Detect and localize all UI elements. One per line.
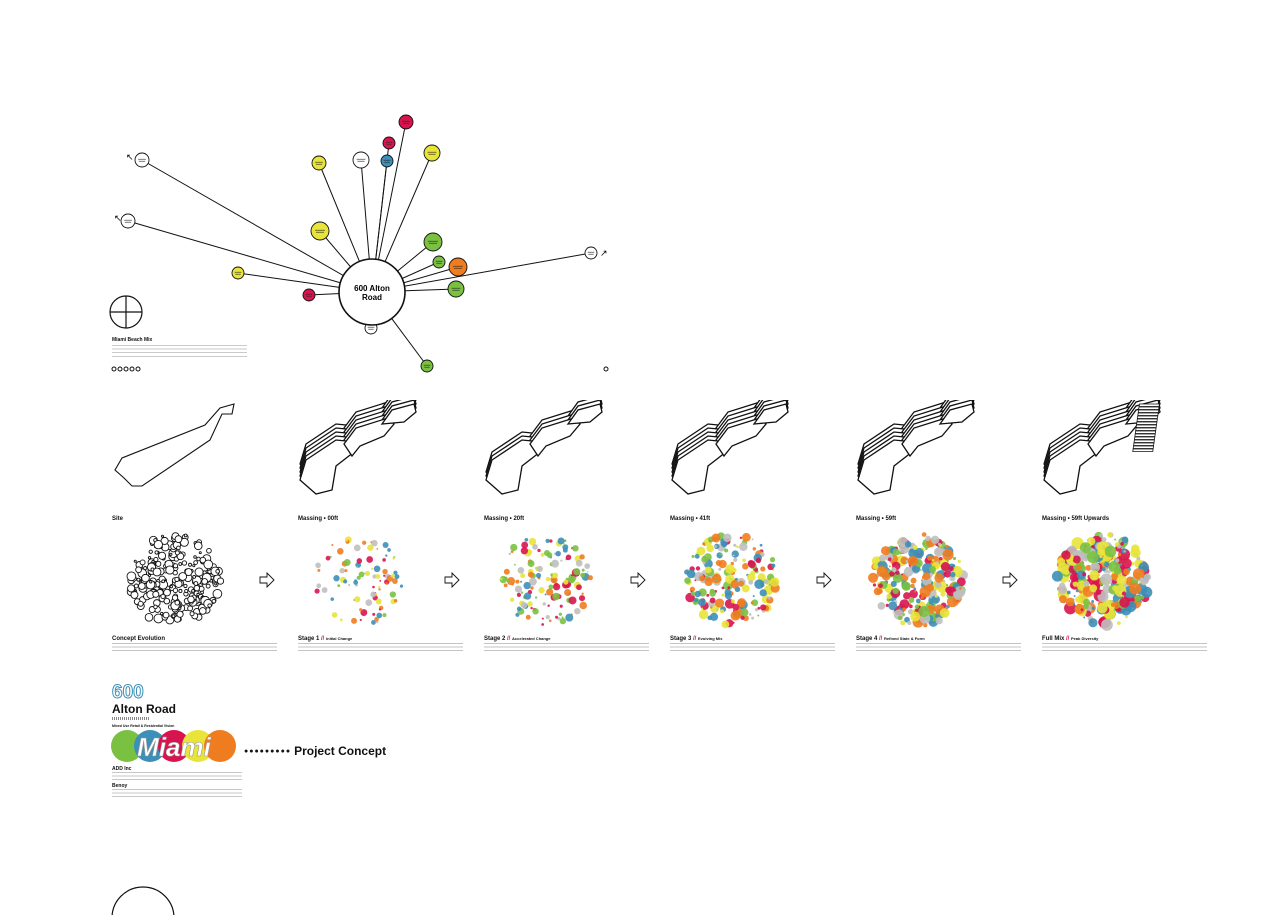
project-title: Alton Road: [112, 702, 176, 716]
stage-title: Full Mix // Peak Diversity: [1042, 636, 1099, 642]
network-node: [310, 221, 330, 241]
massing-model-0: [114, 403, 235, 487]
stage-caption: Concept Evolution: [112, 636, 277, 654]
network-node: [302, 288, 316, 302]
network-node: [423, 144, 441, 162]
stage-subtitle: Refined State & Form: [884, 636, 925, 641]
massing-label: Massing • 00ft: [298, 516, 339, 522]
diversity-circle-5: [1051, 531, 1153, 631]
diversity-circles: [126, 531, 1153, 631]
stage-title: Stage 4 // Refined State & Form: [856, 636, 925, 642]
project-concept-heading: ●●●●●●●●● Project Concept: [244, 744, 386, 758]
stage-title-separator: //: [319, 636, 327, 642]
network-node: [382, 136, 396, 150]
massing-model-3: [671, 400, 789, 495]
link-arrow-icon: ↖: [126, 152, 134, 162]
stage-title: Concept Evolution: [112, 636, 165, 642]
stage-caption: Full Mix // Peak Diversity: [1042, 636, 1207, 654]
network-node: [380, 154, 394, 168]
north-arrow-icon: [109, 295, 143, 329]
network-node: [352, 151, 370, 169]
network-node: [420, 359, 434, 373]
diversity-circle-4: [868, 532, 968, 628]
massing-label: Massing • 20ft: [484, 516, 525, 522]
stage-caption: Stage 1 // Initial Change: [298, 636, 463, 654]
title-block: 600 Alton Road Mixed Use Retail & Reside…: [112, 682, 432, 729]
massing-label: Massing • 41ft: [670, 516, 711, 522]
link-arrow-icon: ↖: [114, 213, 122, 223]
network-link: [371, 252, 592, 293]
diversity-circle-3: [684, 532, 780, 629]
stage-subtitle: Accelerated Change: [512, 636, 551, 641]
network-node: [432, 255, 446, 269]
network-node: [311, 155, 327, 171]
massing-label: Site: [112, 516, 124, 522]
dot-leader-icon: ●●●●●●●●●: [244, 747, 292, 755]
stage-caption: Stage 2 // Accelerated Change: [484, 636, 649, 654]
next-arrow-icon: [1002, 571, 1018, 589]
network-nodes: [120, 114, 598, 373]
company-1: ADD Inc: [112, 766, 132, 772]
stage-subtitle: Initial Change: [326, 636, 353, 641]
company-2: Benoy: [112, 783, 128, 789]
massing-model-1: [299, 400, 417, 495]
legend-body-lines: [112, 345, 247, 357]
network-node: [423, 232, 443, 252]
network-node: [231, 266, 245, 280]
next-arrow-icon: [444, 571, 460, 589]
stage-subtitle: Peak Diversity: [1071, 636, 1099, 641]
next-arrow-icon: [259, 571, 275, 589]
diversity-circle-1: [314, 536, 404, 625]
massing-label: Massing • 59ft: [856, 516, 897, 522]
network-node: [134, 152, 150, 168]
massing-label: Massing • 59ft Upwards: [1042, 516, 1110, 522]
diversity-circle-2: [499, 537, 593, 626]
link-arrow-icon: ↗: [600, 248, 608, 258]
miami-logo-text: Miami: [137, 732, 211, 762]
network-node: [120, 213, 136, 229]
center-node: [338, 258, 406, 326]
stage-title: Stage 2 // Accelerated Change: [484, 636, 551, 642]
center-label-line2: Road: [362, 293, 382, 302]
legend-title: Miami Beach Mix: [112, 337, 153, 343]
network-node: [447, 280, 465, 298]
stage-subtitle: Evolving Mix: [698, 636, 723, 641]
project-tag: Mixed Use Retail & Residential Vision: [112, 724, 175, 728]
credits: ADD Inc Benoy: [112, 766, 242, 797]
network-diagram: 600 Alton Road ↖ ↖ ↗: [109, 114, 609, 373]
network-node: [398, 114, 414, 130]
massing-model-5: [1043, 400, 1161, 495]
project-number: 600: [112, 682, 145, 703]
next-arrow-icon: [816, 571, 832, 589]
project-concept-label: Project Concept: [294, 744, 387, 758]
pagination-dots: [111, 366, 609, 372]
legend: Miami Beach Mix: [112, 337, 247, 357]
network-link: [141, 159, 373, 293]
massing-model-2: [485, 400, 603, 495]
stage-title-separator: //: [505, 636, 513, 642]
stage-title: Stage 1 // Initial Change: [298, 636, 353, 642]
stage-caption: Stage 3 // Evolving Mix: [670, 636, 835, 654]
stage-title-separator: //: [691, 636, 699, 642]
stage-title: Stage 3 // Evolving Mix: [670, 636, 723, 642]
stage-title-separator: //: [1064, 636, 1072, 642]
center-label-line1: 600 Alton: [354, 284, 390, 293]
diversity-circle-0: [126, 532, 225, 625]
next-arrow-icon: [630, 571, 646, 589]
network-node: [448, 257, 468, 277]
stage-caption: Stage 4 // Refined State & Form: [856, 636, 1021, 654]
network-link: [127, 220, 373, 293]
network-node: [584, 246, 598, 260]
massing-model-4: [857, 400, 975, 495]
stage-title-separator: //: [877, 636, 885, 642]
miami-logo: Miami: [111, 730, 236, 762]
sheet-marker-circle: [111, 886, 175, 915]
